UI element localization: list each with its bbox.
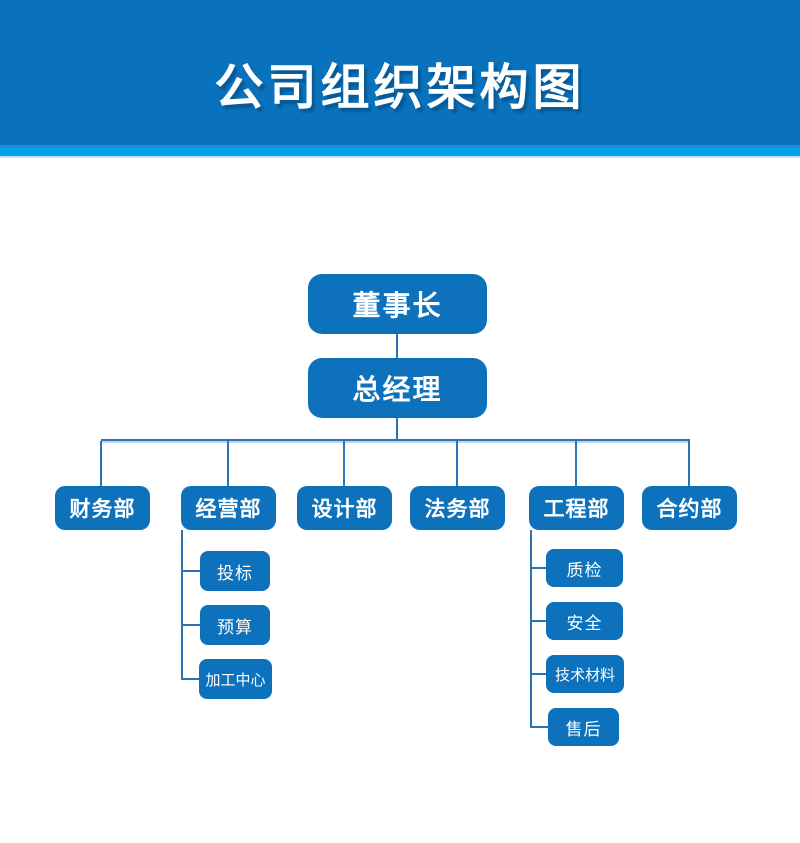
page-title: 公司组织架构图: [214, 61, 586, 115]
connector-drop-contract: [688, 441, 690, 486]
node-dept-finance: 财务部: [55, 486, 150, 530]
node-sub-safety: 安全: [546, 602, 623, 640]
node-chairman: 董事长: [308, 274, 487, 334]
node-general-manager: 总经理: [308, 358, 487, 418]
connector-drop-engineering: [575, 441, 577, 486]
connector-stub-budget: [181, 624, 200, 626]
node-sub-quality: 质检: [546, 549, 623, 587]
node-sub-aftersales: 售后: [548, 708, 619, 746]
node-sub-budget: 预算: [200, 605, 270, 645]
connector-drop-legal: [456, 441, 458, 486]
header-accent-strip: [0, 148, 800, 156]
node-dept-design: 设计部: [297, 486, 392, 530]
node-dept-engineering: 工程部: [529, 486, 624, 530]
connector-drop-finance: [100, 441, 102, 486]
node-dept-legal: 法务部: [410, 486, 505, 530]
connector-gm-trunk: [396, 418, 398, 439]
connector-stub-machining: [181, 678, 199, 680]
connector-stub-safety: [530, 620, 546, 622]
connector-stub-bidding: [181, 570, 200, 572]
connector-engineering-spine: [530, 530, 532, 727]
connector-operations-spine: [181, 530, 183, 679]
connector-drop-design: [343, 441, 345, 486]
node-dept-operations: 经营部: [181, 486, 276, 530]
header: 公司组织架构图: [0, 0, 800, 145]
node-sub-machining: 加工中心: [199, 659, 272, 699]
node-sub-materials: 技术材料: [546, 655, 624, 693]
header-strip-mid: [0, 145, 800, 148]
connector-stub-aftersales: [530, 726, 548, 728]
header-strip-pale: [0, 156, 800, 158]
connector-stub-materials: [530, 673, 546, 675]
connector-drop-operations: [227, 441, 229, 486]
connector-stub-quality: [530, 567, 546, 569]
node-sub-bidding: 投标: [200, 551, 270, 591]
connector-chairman-gm: [396, 334, 398, 358]
node-dept-contract: 合约部: [642, 486, 737, 530]
connector-trunk: [101, 439, 690, 441]
